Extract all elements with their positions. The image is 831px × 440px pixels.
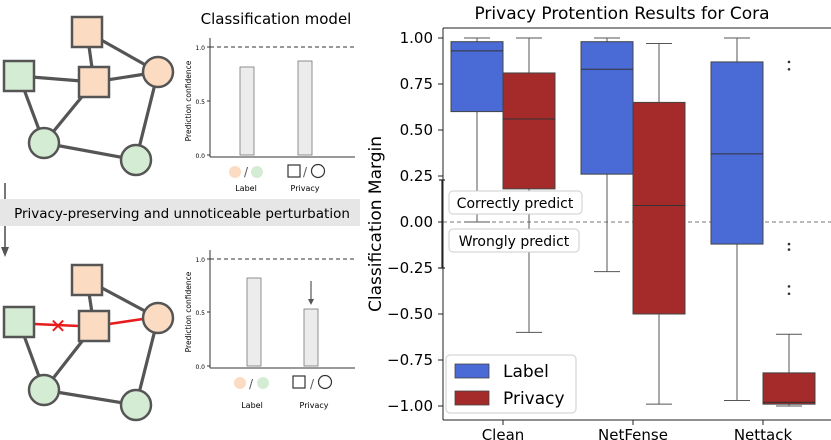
x-tick-label: Nettack xyxy=(734,426,793,440)
box-privacy xyxy=(632,101,686,315)
node-green-circle xyxy=(27,126,61,160)
circle-outline-icon xyxy=(310,163,326,179)
x-label: Label xyxy=(235,184,257,193)
node-peach-square xyxy=(70,263,104,297)
box-label xyxy=(580,41,634,175)
node-peach-square xyxy=(70,15,104,49)
svg-text:/: / xyxy=(310,377,315,391)
y-tick-label: 0.75 xyxy=(400,75,433,93)
y-tick-label: 0.5 xyxy=(195,99,205,106)
down-arrow-icon xyxy=(1,247,9,257)
wrongly-predict-text: Wrongly predict xyxy=(459,234,570,250)
wrongly-predict-box xyxy=(448,228,580,253)
x-tick-label: Clean xyxy=(482,426,525,440)
node-green-circle xyxy=(27,373,61,407)
bar-label xyxy=(246,277,262,367)
y-tick-label: 1.00 xyxy=(400,29,433,47)
removed-edge-cross-icon: ✕ xyxy=(50,314,67,338)
original-graph xyxy=(2,15,175,177)
x-label: Label xyxy=(241,401,263,410)
y-tick-label: 0.0 xyxy=(195,153,205,160)
legend-swatch-privacy xyxy=(454,390,490,406)
left-illustration: Classification model 1.0 0.5 0.0 Predict… xyxy=(0,10,360,422)
y-tick-label: 0.50 xyxy=(400,121,433,139)
y-tick-label: 0.5 xyxy=(195,310,205,317)
node-green-square xyxy=(2,305,36,339)
perturbed-graph: ✕ xyxy=(2,263,175,422)
peach-circle-icon xyxy=(234,377,246,389)
outlier-point xyxy=(787,67,791,71)
node-green-circle xyxy=(119,143,153,177)
outlier-point xyxy=(787,60,791,64)
outlier-point xyxy=(787,285,791,288)
square-outline-icon xyxy=(287,164,301,178)
y-axis-label: Prediction confidence xyxy=(184,271,193,352)
node-green-circle xyxy=(119,388,153,422)
bar-label xyxy=(239,66,255,156)
x-label: Privacy xyxy=(291,184,320,193)
perturbation-band-text: Privacy-preserving and unnoticeable pert… xyxy=(14,206,350,222)
y-tick-label: −0.25 xyxy=(387,259,433,277)
removed-edge xyxy=(33,322,80,328)
bar-privacy xyxy=(297,60,313,156)
node-peach-square xyxy=(77,65,111,99)
outlier-point xyxy=(787,242,791,246)
bottom-mini-chart: 1.0 0.5 0.0 Prediction confidence / / La… xyxy=(184,250,355,410)
bar-privacy xyxy=(303,308,319,367)
legend-label-privacy: Privacy xyxy=(503,389,565,409)
chart-title: Privacy Protention Results for Cora xyxy=(474,4,769,24)
perturbation-band xyxy=(0,199,360,226)
node-peach-circle xyxy=(141,301,175,335)
y-tick-label: 0.00 xyxy=(400,213,433,231)
y-tick-label: −0.50 xyxy=(387,305,433,323)
outlier-point xyxy=(787,292,791,296)
square-outline-icon xyxy=(292,375,306,389)
peach-circle-icon xyxy=(229,166,241,178)
y-tick-label: −0.75 xyxy=(387,351,433,369)
green-circle-icon xyxy=(257,377,269,389)
node-green-square xyxy=(2,59,36,93)
box-label xyxy=(450,41,504,113)
svg-text:/: / xyxy=(244,165,249,179)
chart-y-axis-label: Classification Margin xyxy=(366,136,386,312)
outlier-point xyxy=(787,248,791,251)
y-tick-label: 1.0 xyxy=(195,45,205,52)
x-label: Privacy xyxy=(300,401,329,410)
y-tick-label: 0.0 xyxy=(195,364,205,371)
legend-label-label: Label xyxy=(503,362,549,382)
node-peach-circle xyxy=(141,55,175,89)
correctly-predict-text: Correctly predict xyxy=(457,196,574,212)
legend: Label Privacy xyxy=(445,354,577,414)
box-label xyxy=(710,61,764,245)
classification-model-title: Classification model xyxy=(201,10,352,28)
green-circle-icon xyxy=(251,166,263,178)
axes-layer: 1.00 0.75 0.50 0.25 0.00 −0.25 −0.50 −0.75 −1.00… xyxy=(387,27,831,440)
top-mini-chart: 1.0 0.5 0.0 Prediction confidence / / La… xyxy=(184,38,355,193)
x-tick-label: NetFense xyxy=(598,426,668,440)
box-privacy xyxy=(502,72,556,190)
y-tick-label: −1.00 xyxy=(387,397,433,415)
svg-text:/: / xyxy=(249,377,254,391)
svg-text:/: / xyxy=(303,165,308,179)
box-privacy xyxy=(762,372,816,405)
y-tick-label: 0.25 xyxy=(400,167,433,185)
legend-swatch-label xyxy=(454,363,490,379)
circle-outline-icon xyxy=(317,374,333,390)
boxes-layer xyxy=(450,37,816,407)
margin-annotations: Correctly predict Wrongly predict xyxy=(439,179,583,269)
y-tick-label: 1.0 xyxy=(195,257,205,264)
box-plot-chart: Privacy Protention Results for Cora Clas… xyxy=(366,4,831,440)
added-edge xyxy=(108,317,144,326)
y-axis-label: Prediction confidence xyxy=(184,60,193,141)
node-peach-square xyxy=(77,309,111,343)
correctly-predict-box xyxy=(448,190,583,215)
